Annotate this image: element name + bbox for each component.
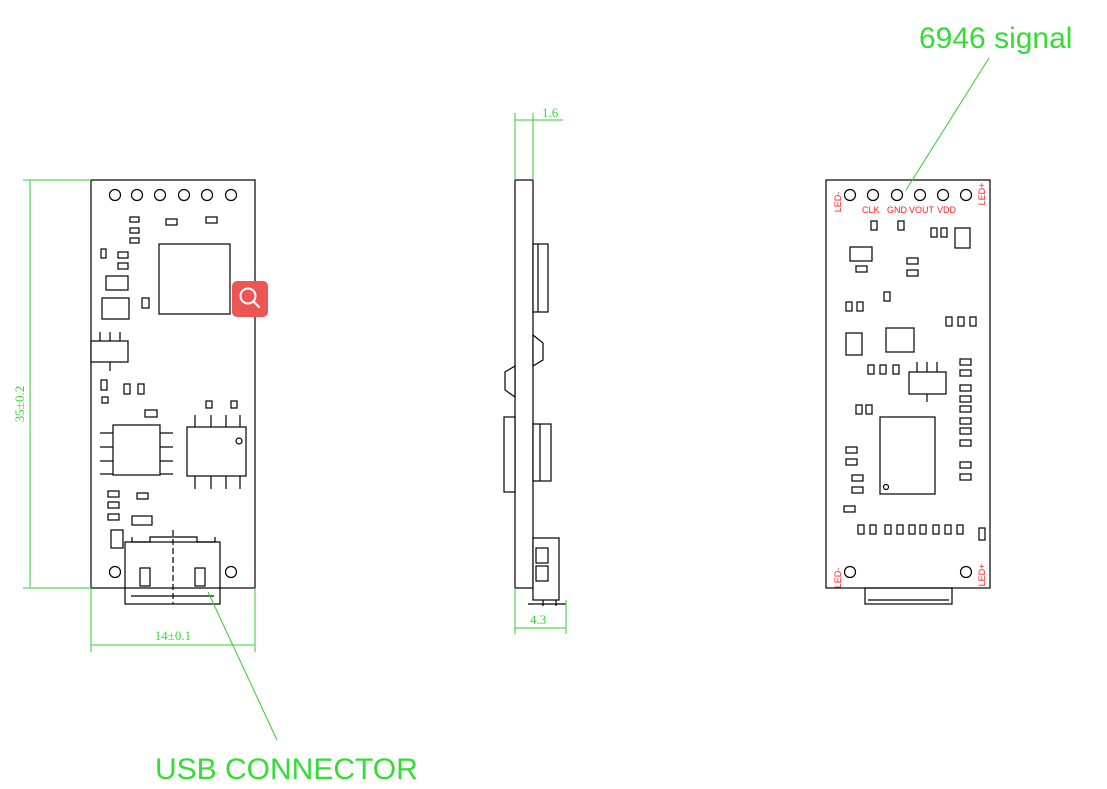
signal-leader-line <box>905 57 990 191</box>
front-view: 35±0.2 14±0.1 USB CONNECTOR <box>12 179 418 786</box>
height-dimension-label: 35±0.2 <box>12 386 27 422</box>
back-view: LED- LED+ CLK GND VOUT VDD LED- LED+ <box>825 22 1072 605</box>
pin-label-gnd: GND <box>887 205 908 215</box>
side-board-outline <box>514 179 534 589</box>
back-pin-holes <box>843 188 973 579</box>
front-soic-right <box>186 415 247 489</box>
depth-dimension: 4.3 <box>514 588 567 634</box>
usb-leader-line <box>207 591 278 741</box>
back-small-components <box>843 220 986 541</box>
signal-label: 6946 signal <box>919 22 1072 55</box>
back-main-ic <box>879 416 936 495</box>
zoom-button[interactable] <box>232 281 268 317</box>
pin-label-vdd: VDD <box>937 205 957 215</box>
pin-label-vout: VOUT <box>909 205 935 215</box>
thickness-dimension: 1.6 <box>514 105 563 180</box>
front-soic-left <box>100 424 173 476</box>
front-pin-holes <box>108 188 238 579</box>
front-main-ic <box>158 243 231 315</box>
pin-label-led-plus-top: LED+ <box>977 183 987 206</box>
side-view: 1.6 4.3 <box>503 105 567 634</box>
back-usb-connector <box>864 587 953 605</box>
height-dimension: 35±0.2 <box>12 179 91 589</box>
pin-label-led-plus-bottom: LED+ <box>977 564 987 587</box>
depth-dimension-label: 4.3 <box>530 612 546 627</box>
pin-label-clk: CLK <box>862 205 880 215</box>
front-usb-connector <box>124 530 221 605</box>
thickness-dimension-label: 1.6 <box>542 105 559 120</box>
usb-connector-label: USB CONNECTOR <box>155 753 418 786</box>
pin-label-led-minus-top: LED- <box>833 192 843 213</box>
front-board-outline <box>90 179 256 589</box>
width-dimension: 14±0.1 <box>90 588 256 652</box>
pin-label-led-minus-bottom: LED- <box>833 568 843 589</box>
magnifier-icon <box>239 287 261 309</box>
side-main-ic <box>532 243 549 313</box>
width-dimension-label: 14±0.1 <box>155 628 191 643</box>
